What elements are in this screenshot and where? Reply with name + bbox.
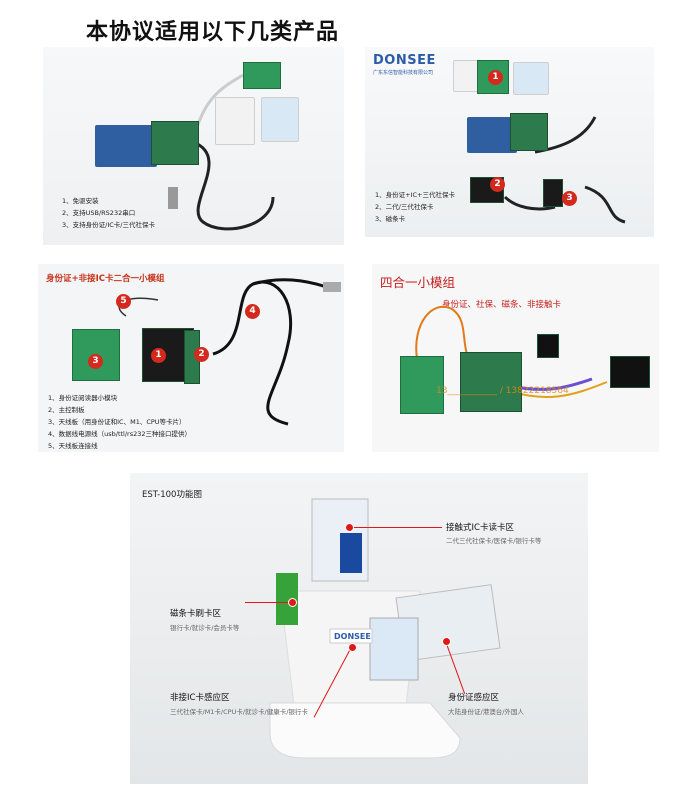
marker-dot (288, 598, 297, 607)
caption: 2、二代/三代社保卡 (375, 203, 434, 211)
control-board (151, 121, 199, 165)
badge: 3 (562, 191, 577, 206)
svg-text:DONSEE: DONSEE (334, 632, 371, 641)
main-board (460, 352, 522, 412)
sublabel-magstripe: 银行卡/就诊卡/会员卡等 (170, 624, 240, 632)
panel3-captions: 1、身份证阅读器小模块 2、主控制板 3、天线板（用身份证和IC、M1、CPU等… (48, 392, 191, 452)
label-id-card: 身份证感应区 (448, 693, 500, 703)
antenna-board (243, 62, 281, 89)
caption: 1、身份证+IC+三代社保卡 (375, 191, 455, 199)
marker-dot (348, 643, 357, 652)
caption: 1、免驱安装 (62, 197, 99, 205)
badge: 1 (151, 348, 166, 363)
marker-dot (442, 637, 451, 646)
caption: 1、身份证阅读器小模块 (48, 394, 118, 402)
page-heading: 本协议适用以下几类产品 (86, 20, 340, 45)
panel4-title: 四合一小模组 (380, 275, 456, 290)
reader-module (95, 125, 157, 167)
panel1-captions: 1、免驱安装 2、支持USB/RS232串口 3、支持身份证/IC卡/三代社保卡 (62, 195, 155, 231)
sublabel-id-card: 大陆身份证/港澳台/外国人 (448, 708, 524, 716)
sublabel-contactless-ic: 三代社保卡/M1卡/CPU卡/就诊卡/健康卡/银行卡 (170, 708, 308, 716)
label-contact-ic: 接触式IC卡读卡区 (446, 523, 514, 533)
badge: 1 (488, 70, 503, 85)
product-photo-reader-kit: 1、免驱安装 2、支持USB/RS232串口 3、支持身份证/IC卡/三代社保卡 (43, 47, 344, 245)
badge: 5 (116, 294, 131, 309)
social-security-card (261, 97, 299, 142)
label-contactless-ic: 非接IC卡感应区 (170, 693, 230, 703)
panel5-title: EST-100功能图 (142, 490, 202, 500)
social-security-card (513, 62, 549, 95)
badge: 2 (194, 347, 209, 362)
caption: 5、天线板连接线 (48, 442, 98, 450)
panel3-title: 身份证+非接IC卡二合一小模组 (46, 274, 165, 284)
est100-function-diagram: EST-100功能图 DONSEE 接触式IC卡读卡区 二代三代社保卡/医保卡/… (130, 473, 588, 784)
badge: 2 (490, 177, 505, 192)
label-magstripe: 磁条卡刷卡区 (170, 609, 222, 619)
contact-phone: 13___________ / 13822218564 (436, 386, 569, 396)
badge: 3 (88, 354, 103, 369)
panel4-subtitle: 身份证、社保、磁条、非接触卡 (442, 300, 562, 310)
id-card (215, 97, 255, 145)
pointer-line (245, 602, 290, 603)
antenna-board (400, 356, 444, 414)
pointer-line (349, 527, 442, 528)
badge: 4 (245, 304, 260, 319)
panel2-captions: 1、身份证+IC+三代社保卡 2、二代/三代社保卡 3、磁条卡 (375, 189, 455, 225)
sublabel-contact-ic: 二代三代社保卡/医保卡/银行卡等 (446, 537, 542, 545)
product-photo-donsee-kit: DONSEE 广东东信智能科技有限公司 1 2 3 1、身份证+IC+三代社保卡… (365, 47, 654, 237)
caption: 2、主控制板 (48, 406, 85, 414)
brand-logo: DONSEE (373, 53, 436, 68)
brand-company: 广东东信智能科技有限公司 (373, 70, 434, 76)
magstripe-module (537, 334, 559, 358)
control-board (510, 113, 548, 151)
caption: 4、数据线电源线（usb/ttl/rs232三种接口提供） (48, 430, 192, 438)
caption: 3、天线板（用身份证和IC、M1、CPU等卡片） (48, 418, 186, 426)
caption: 3、磁条卡 (375, 215, 406, 223)
caption: 3、支持身份证/IC卡/三代社保卡 (62, 221, 155, 229)
est100-device: DONSEE (269, 498, 501, 759)
caption: 2、支持USB/RS232串口 (62, 209, 136, 217)
marker-dot (345, 523, 354, 532)
product-photo-4in1-module: 四合一小模组 身份证、社保、磁条、非接触卡 13___________ / 13… (372, 264, 659, 452)
product-photo-2in1-module: 身份证+非接IC卡二合一小模组 3 1 2 4 5 1、身份证阅读器小模块 2、… (38, 264, 344, 452)
magstripe-module (543, 179, 563, 207)
reader-module (467, 117, 517, 153)
card-reader-head (610, 356, 650, 388)
